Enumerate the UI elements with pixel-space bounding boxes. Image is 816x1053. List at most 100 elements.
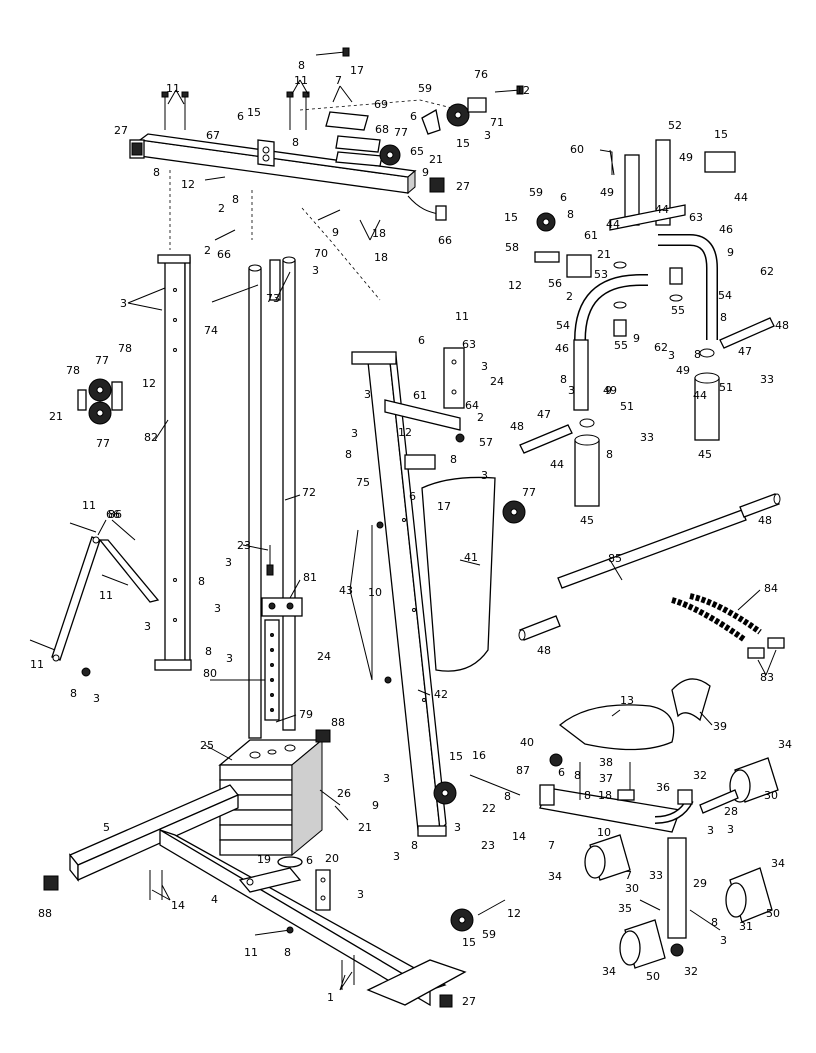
callout-18: 18 xyxy=(598,789,612,802)
callout-48: 48 xyxy=(758,514,772,527)
callout-33: 33 xyxy=(640,431,654,444)
callout-43: 43 xyxy=(339,584,353,597)
callout-9: 9 xyxy=(372,799,379,812)
callout-3: 3 xyxy=(481,469,488,482)
callout-25: 25 xyxy=(200,739,214,752)
callout-10: 10 xyxy=(368,586,382,599)
callout-31: 31 xyxy=(739,920,753,933)
callout-3: 3 xyxy=(225,556,232,569)
callout-66: 66 xyxy=(106,508,120,521)
callout-12: 12 xyxy=(507,907,521,920)
callout-7: 7 xyxy=(625,869,632,882)
callout-40: 40 xyxy=(520,736,534,749)
callout-77: 77 xyxy=(95,354,109,367)
callout-8: 8 xyxy=(606,448,613,461)
callout-61: 61 xyxy=(413,389,427,402)
callout-78: 78 xyxy=(118,342,132,355)
callout-74: 74 xyxy=(204,324,218,337)
callout-48: 48 xyxy=(775,319,789,332)
callout-17: 17 xyxy=(350,64,364,77)
callout-52: 52 xyxy=(668,119,682,132)
callout-21: 21 xyxy=(358,821,372,834)
callout-55: 55 xyxy=(671,304,685,317)
callout-8: 8 xyxy=(198,575,205,588)
callout-61: 61 xyxy=(584,229,598,242)
callout-42: 42 xyxy=(434,688,448,701)
callout-13: 13 xyxy=(620,694,634,707)
callout-3: 3 xyxy=(720,934,727,947)
callout-12: 12 xyxy=(516,84,530,97)
callout-17: 17 xyxy=(437,500,451,513)
callout-14: 14 xyxy=(512,830,526,843)
callout-58: 58 xyxy=(505,241,519,254)
callout-44b: 44 xyxy=(550,458,564,471)
callout-11: 11 xyxy=(99,589,113,602)
callout-45: 45 xyxy=(580,514,594,527)
base-frame xyxy=(43,784,467,1008)
callout-49: 49 xyxy=(603,384,617,397)
callout-21: 21 xyxy=(429,153,443,166)
callout-12: 12 xyxy=(398,426,412,439)
callout-32: 32 xyxy=(684,965,698,978)
callout-51: 51 xyxy=(620,400,634,413)
callout-57: 57 xyxy=(479,436,493,449)
bolt-set-top xyxy=(161,47,524,241)
callout-88: 88 xyxy=(38,907,52,920)
callout-87: 87 xyxy=(516,764,530,777)
callout-14: 14 xyxy=(171,899,185,912)
callout-11: 11 xyxy=(455,310,469,323)
callout-8: 8 xyxy=(153,166,160,179)
callout-3: 3 xyxy=(351,427,358,440)
callout-88: 88 xyxy=(331,716,345,729)
callout-63: 63 xyxy=(689,211,703,224)
callout-3: 3 xyxy=(568,384,575,397)
callout-30: 30 xyxy=(764,789,778,802)
callout-8: 8 xyxy=(560,373,567,386)
callout-8: 8 xyxy=(694,348,701,361)
callout-77: 77 xyxy=(522,486,536,499)
callout-33: 33 xyxy=(760,373,774,386)
callout-62: 62 xyxy=(654,341,668,354)
callout-60: 60 xyxy=(570,143,584,156)
callout-2: 2 xyxy=(218,202,225,215)
chain-84 xyxy=(671,593,785,659)
callout-8: 8 xyxy=(574,769,581,782)
callout-45: 45 xyxy=(698,448,712,461)
callout-15: 15 xyxy=(462,936,476,949)
callout-3: 3 xyxy=(484,129,491,142)
callout-15: 15 xyxy=(247,106,261,119)
callout-11: 11 xyxy=(244,946,258,959)
callout-78: 78 xyxy=(66,364,80,377)
cable-arm-86 xyxy=(29,522,160,677)
callout-3: 3 xyxy=(226,652,233,665)
callout-8: 8 xyxy=(504,790,511,803)
callout-27: 27 xyxy=(462,995,476,1008)
callout-44: 44 xyxy=(606,218,620,231)
callout-8: 8 xyxy=(720,311,727,324)
callout-9: 9 xyxy=(727,246,734,259)
callout-24: 24 xyxy=(317,650,331,663)
callout-7: 7 xyxy=(548,839,555,852)
callout-21: 21 xyxy=(49,410,63,423)
callout-39: 39 xyxy=(713,720,727,733)
callout-3: 3 xyxy=(357,888,364,901)
callout-72: 72 xyxy=(302,486,316,499)
callout-46: 46 xyxy=(555,342,569,355)
callout-46: 46 xyxy=(719,223,733,236)
callout-12: 12 xyxy=(181,178,195,191)
front-upright-42 xyxy=(351,351,461,837)
callout-47: 47 xyxy=(738,345,752,358)
callout-63: 63 xyxy=(462,338,476,351)
callout-24: 24 xyxy=(490,375,504,388)
callout-38: 38 xyxy=(599,756,613,769)
callout-9: 9 xyxy=(633,332,640,345)
callout-8: 8 xyxy=(411,839,418,852)
callout-8: 8 xyxy=(450,453,457,466)
callout-34b: 34 xyxy=(602,965,616,978)
callout-77: 77 xyxy=(96,437,110,450)
callout-6: 6 xyxy=(306,854,313,867)
callout-71: 71 xyxy=(490,116,504,129)
callout-77: 77 xyxy=(394,126,408,139)
callout-8: 8 xyxy=(711,916,718,929)
callout-3: 3 xyxy=(454,821,461,834)
